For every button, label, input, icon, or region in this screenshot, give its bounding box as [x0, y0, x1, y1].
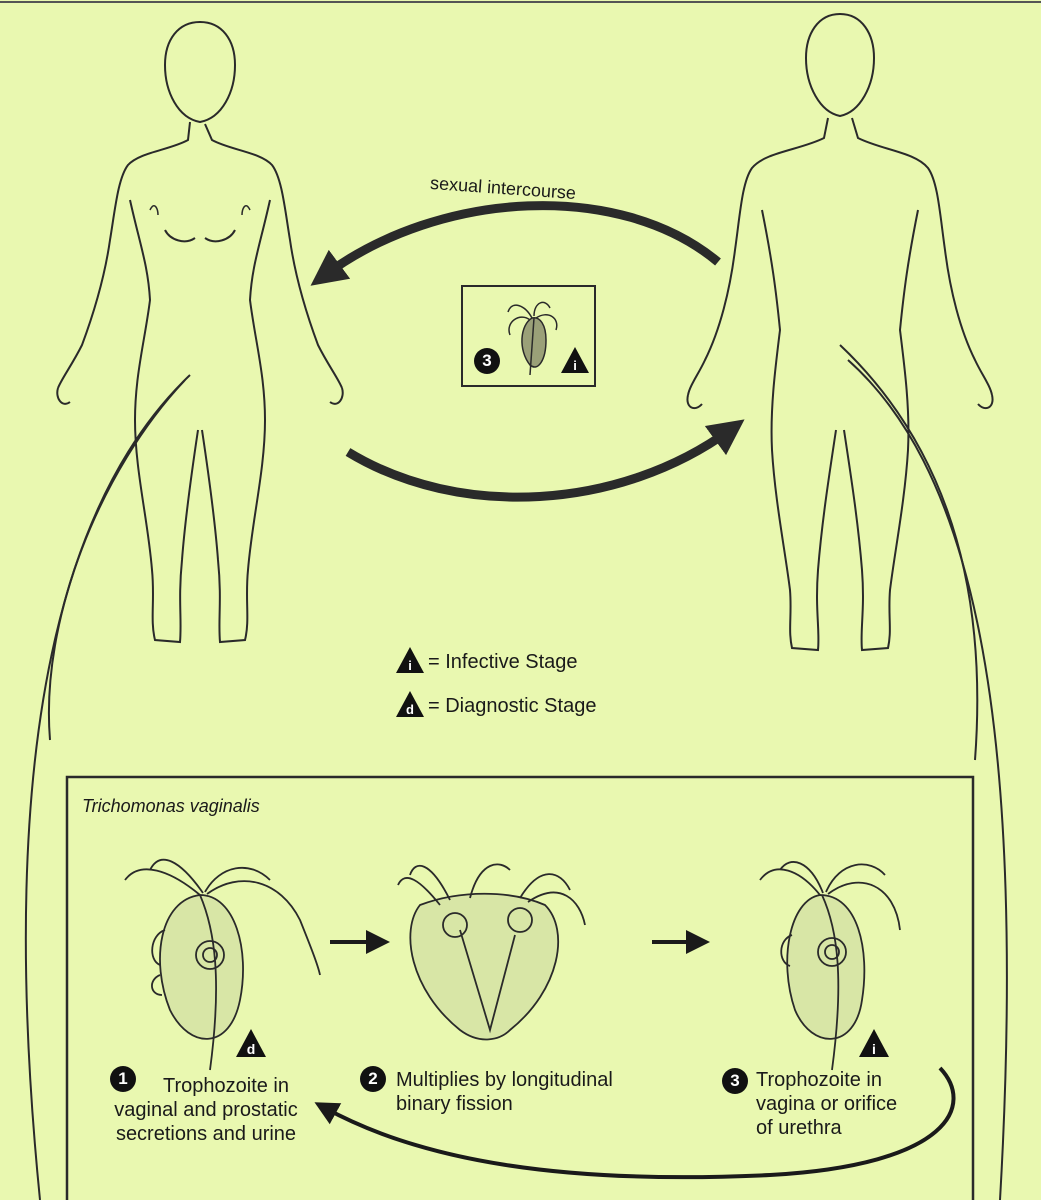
legend-infective-label: = Infective Stage — [428, 651, 578, 673]
step1-line2: vaginal and prostatic — [114, 1099, 298, 1121]
center-infective-triangle-icon: i — [560, 346, 590, 379]
step3-line1: Trophozoite in — [756, 1069, 882, 1091]
step3-label: Trophozoite in vagina or orifice of uret… — [756, 1068, 956, 1140]
step1-diagnostic-triangle-icon: d — [235, 1028, 267, 1063]
male-figure-icon — [686, 12, 994, 652]
legend-diagnostic-triangle-icon: d — [395, 690, 425, 723]
step3-badge: 3 — [722, 1068, 748, 1094]
legend-diagnostic-symbol: d — [406, 702, 414, 717]
female-figure-icon — [56, 20, 344, 644]
trophozoite-step1-icon — [124, 859, 321, 1071]
step3-line3: of urethra — [756, 1117, 842, 1139]
arrow-male-to-female — [310, 201, 721, 286]
step3-infective-triangle-icon: i — [858, 1028, 890, 1063]
center-trophozoite-icon — [507, 301, 558, 376]
step1-badge: 1 — [110, 1066, 136, 1092]
connector-lines — [24, 344, 1008, 1200]
step1-stage-symbol: d — [247, 1041, 256, 1057]
legend-infective-triangle-icon: i — [395, 646, 425, 679]
trophozoite-step3-icon — [759, 861, 901, 1071]
trophozoite-step2-icon — [397, 863, 586, 1041]
step2-label: Multiplies by longitudinal binary fissio… — [396, 1068, 666, 1116]
arrow-female-to-male — [345, 419, 745, 502]
legend-diagnostic-label: = Diagnostic Stage — [428, 695, 597, 717]
center-infective-symbol: i — [573, 358, 577, 373]
arrow-step3-to-step1 — [314, 1066, 956, 1180]
species-title: Trichomonas vaginalis — [82, 796, 260, 816]
step2-badge: 2 — [360, 1066, 386, 1092]
step2-line2: binary fission — [396, 1093, 513, 1115]
step3-stage-symbol: i — [872, 1041, 876, 1057]
step1-line1: Trophozoite in — [163, 1075, 289, 1097]
step1-label: Trophozoite in vaginal and prostatic sec… — [86, 1074, 326, 1146]
step2-line1: Multiplies by longitudinal — [396, 1069, 613, 1091]
center-stage-box — [461, 285, 596, 387]
step1-line3: secretions and urine — [115, 1123, 297, 1145]
step3-line2: vagina or orifice — [756, 1093, 898, 1115]
center-step-badge: 3 — [474, 348, 500, 374]
legend-infective-symbol: i — [408, 658, 412, 673]
lifecycle-panel — [65, 775, 975, 1200]
